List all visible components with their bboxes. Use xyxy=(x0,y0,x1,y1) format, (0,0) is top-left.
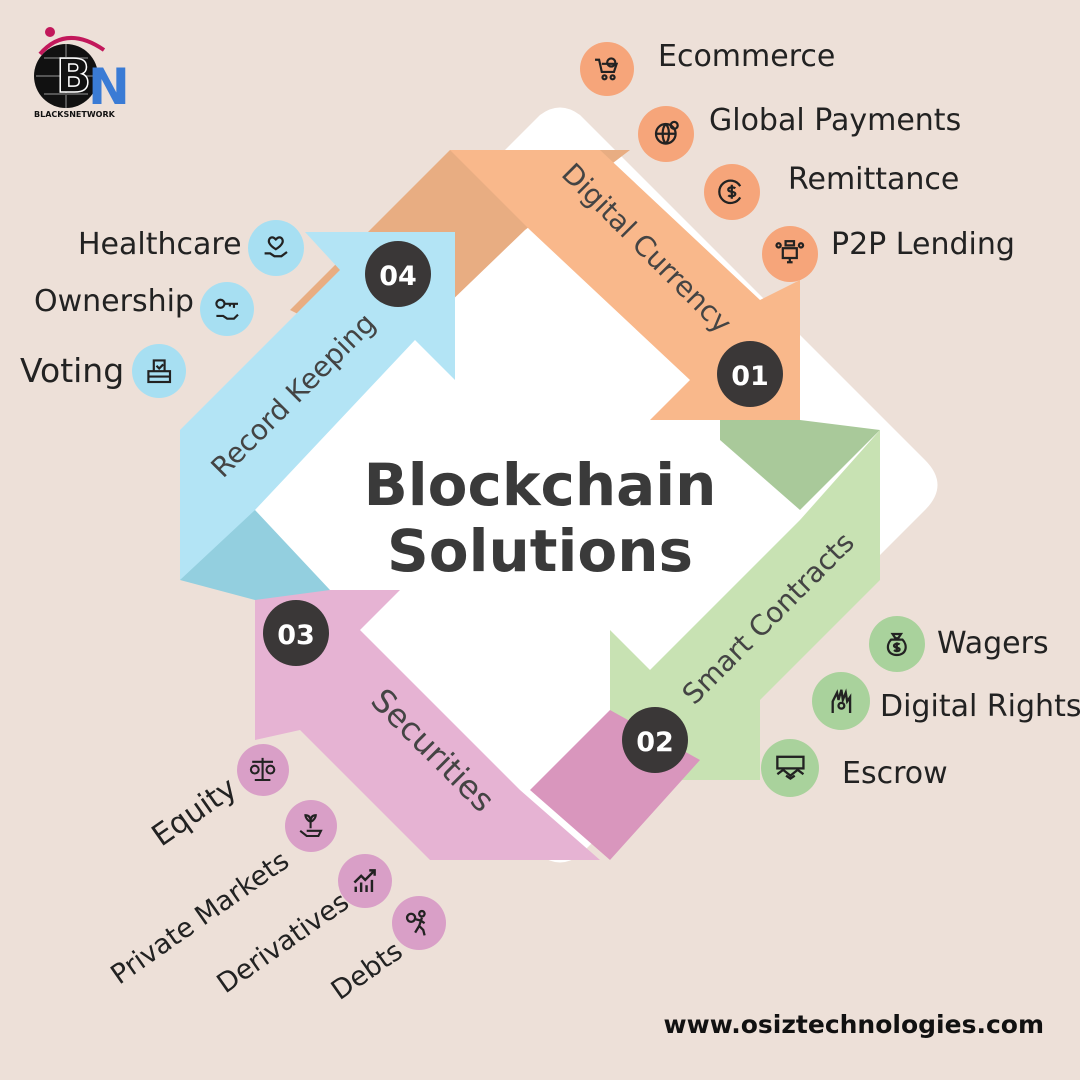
key-hand-icon xyxy=(200,282,254,336)
item-equity-label: Equity xyxy=(146,771,244,854)
hand-circuit-icon xyxy=(812,672,870,730)
svg-text:N: N xyxy=(88,58,130,116)
svg-text:04: 04 xyxy=(379,261,417,292)
svg-text:01: 01 xyxy=(731,361,769,392)
money-bag-icon xyxy=(869,616,925,672)
heart-hand-icon xyxy=(248,220,304,276)
diagram-title: Blockchain Solutions xyxy=(300,452,780,584)
item-p2p-lending-label: P2P Lending xyxy=(831,227,1015,262)
handshake-icon xyxy=(761,739,819,797)
svg-text:03: 03 xyxy=(277,620,315,651)
item-digital-rights-label: Digital Rights xyxy=(880,689,1080,724)
item-remittance-label: Remittance xyxy=(788,162,960,197)
logo: B N xyxy=(34,27,130,116)
computer-users-icon xyxy=(762,226,818,282)
arrow-02-body xyxy=(610,430,880,780)
cart-globe-icon xyxy=(580,42,634,96)
arrow-02-fold xyxy=(720,420,880,510)
arrow-03-body xyxy=(255,590,600,860)
svg-text:02: 02 xyxy=(636,727,674,758)
number-03-badge: 03 xyxy=(263,600,329,666)
item-debts-label: Debts xyxy=(326,936,409,1007)
item-ecommerce-label: Ecommerce xyxy=(658,39,836,74)
item-escrow-label: Escrow xyxy=(842,756,948,791)
title-line-2: Solutions xyxy=(386,517,694,585)
plant-hand-icon xyxy=(285,800,337,852)
item-global-payments-label: Global Payments xyxy=(709,103,962,138)
globe-coins-icon xyxy=(638,106,694,162)
logo-text: BLACKSNETWORK xyxy=(34,110,115,119)
chart-up-icon xyxy=(338,854,392,908)
item-voting-label: Voting xyxy=(20,351,125,390)
ballot-box-icon xyxy=(132,344,186,398)
scales-coins-icon xyxy=(237,744,289,796)
arrow-01-body xyxy=(450,150,800,420)
item-ownership-label: Ownership xyxy=(34,284,194,319)
person-debt-icon xyxy=(392,896,446,950)
website-url: www.osiztechnologies.com xyxy=(663,1010,1044,1039)
title-line-1: Blockchain xyxy=(363,451,717,519)
number-01-badge: 01 xyxy=(717,341,783,407)
dollar-return-icon xyxy=(704,164,760,220)
svg-text:B: B xyxy=(56,49,91,103)
arrow-04-body xyxy=(180,232,455,580)
item-healthcare-label: Healthcare xyxy=(78,227,242,262)
item-wagers-label: Wagers xyxy=(937,626,1049,661)
number-02-badge: 02 xyxy=(622,707,688,773)
number-04-badge: 04 xyxy=(365,241,431,307)
